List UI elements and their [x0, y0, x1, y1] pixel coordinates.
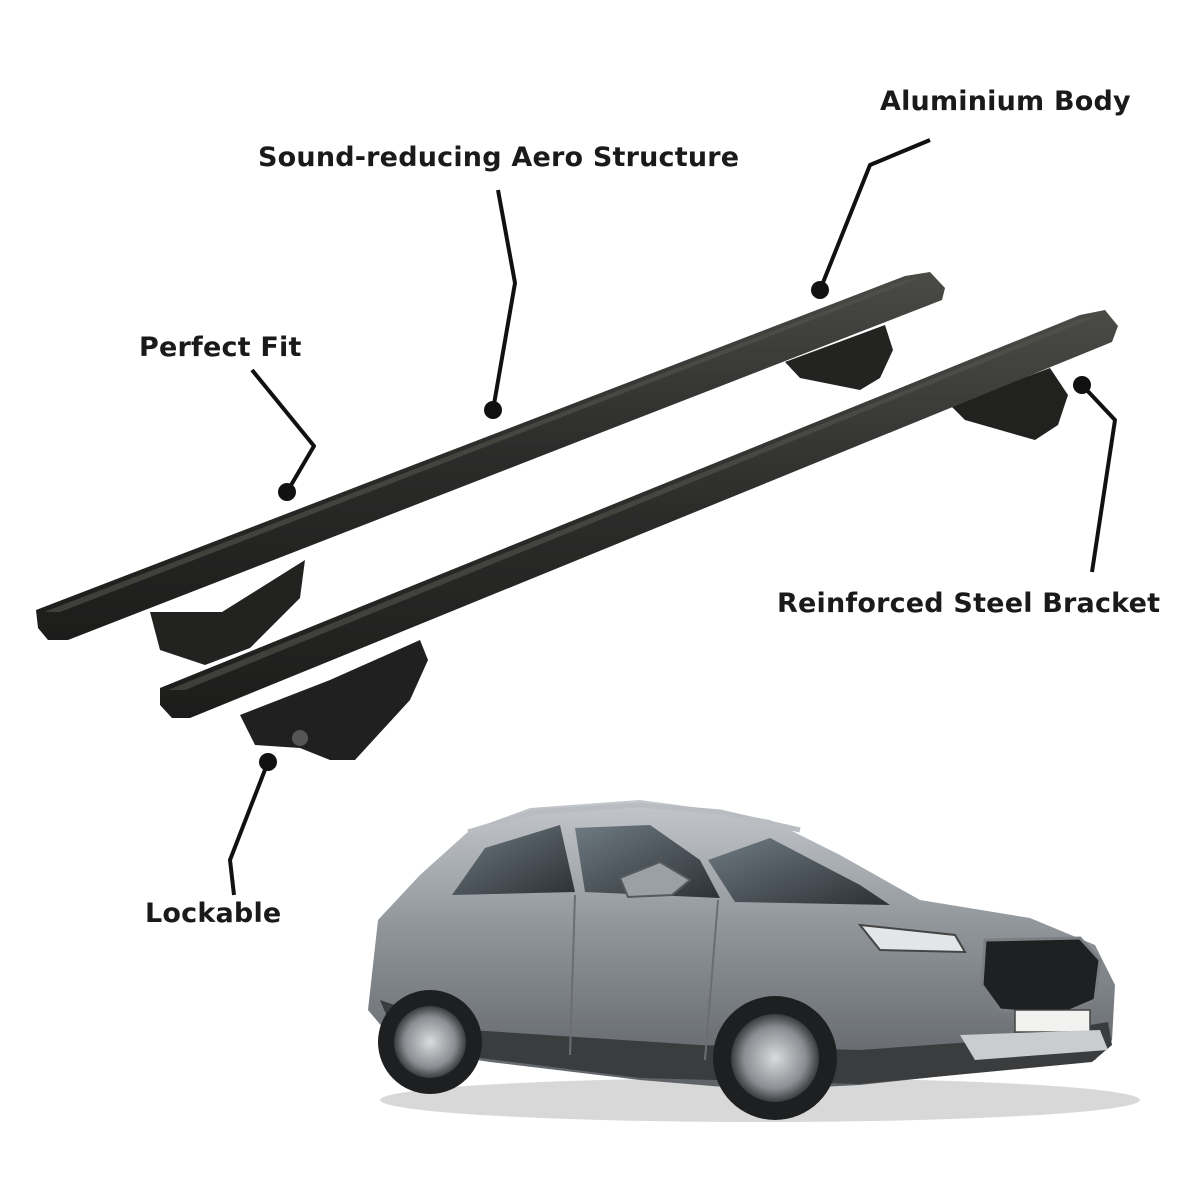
car-image — [368, 800, 1140, 1122]
dot-sound — [484, 401, 502, 419]
dot-perfect — [278, 483, 296, 501]
leader-line-perfect — [250, 368, 316, 494]
label-lockable: Lockable — [145, 898, 282, 929]
dot-lockable — [259, 753, 277, 771]
label-sound-reducing-aero-structure: Sound-reducing Aero Structure — [258, 142, 740, 173]
dot-aluminium — [811, 281, 829, 299]
leader-line-reinforced — [1080, 383, 1117, 573]
leader-line-lockable — [228, 761, 270, 896]
label-reinforced-steel-bracket: Reinforced Steel Bracket — [777, 588, 1161, 619]
leader-line-aluminium — [818, 138, 931, 291]
roof-bar-front — [160, 310, 1118, 760]
roof-bar-rear — [36, 272, 945, 665]
dot-reinforced — [1073, 376, 1091, 394]
leader-line-sound — [491, 189, 517, 411]
label-aluminium-body: Aluminium Body — [880, 86, 1131, 117]
label-perfect-fit: Perfect Fit — [139, 332, 302, 363]
